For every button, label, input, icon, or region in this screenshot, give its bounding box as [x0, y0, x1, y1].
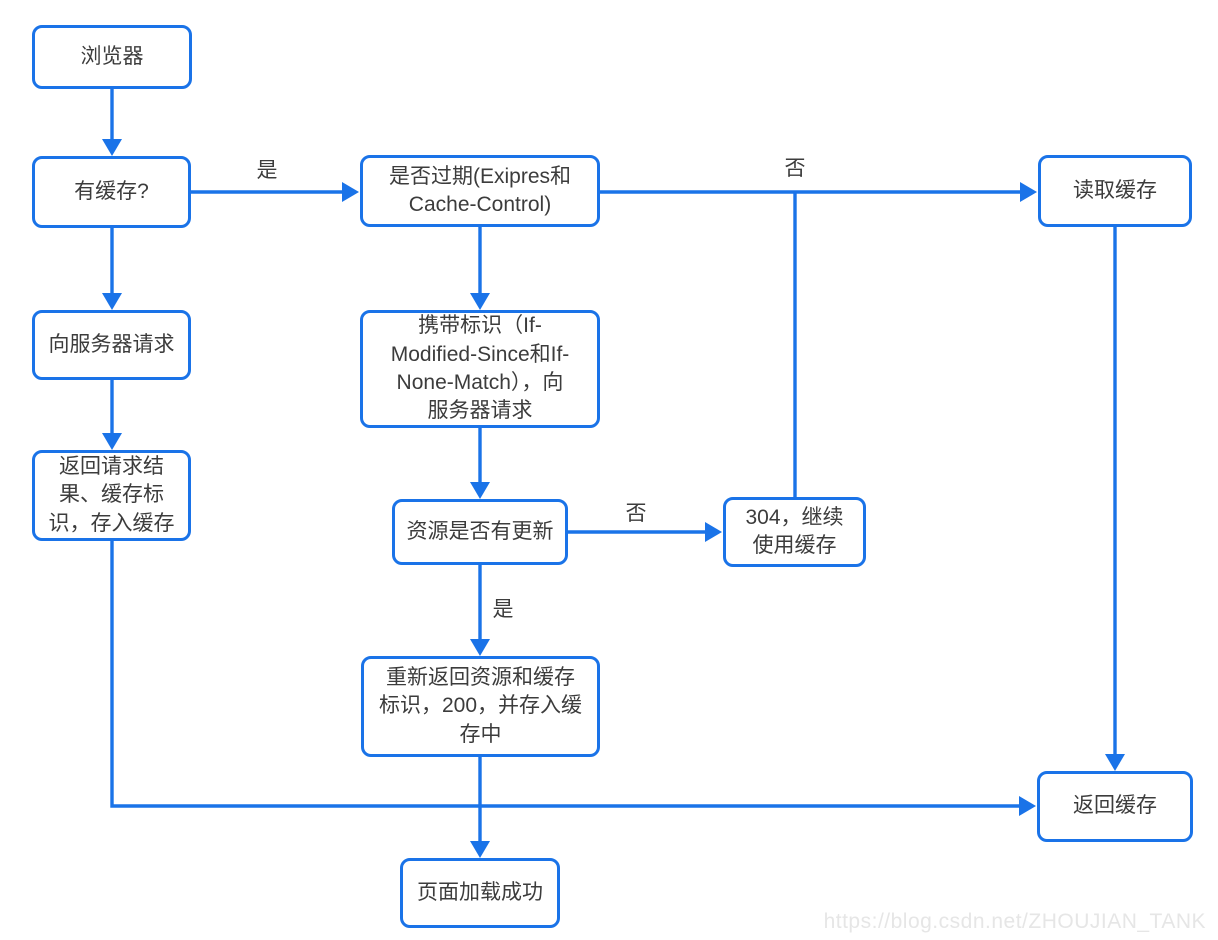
watermark-text: https://blog.csdn.net/ZHOUJIAN_TANK: [823, 910, 1206, 933]
edge-label-yes-updated: 是: [492, 598, 514, 621]
node-page-loaded: 页面加载成功: [400, 858, 560, 928]
node-return-200: 重新返回资源和缓存 标识，200，并存入缓 存中: [361, 656, 600, 757]
edge-has-cache-to-request-server: [102, 228, 122, 310]
node-return-result: 返回请求结 果、缓存标 识，存入缓存: [32, 450, 191, 541]
edge-is-expired-to-carry-identifier: [470, 227, 490, 310]
node-use-cache-304: 304，继续 使用缓存: [723, 497, 866, 567]
edge-is-expired-to-read-cache: [600, 182, 1037, 202]
edge-read-cache-to-return-cache: [1105, 227, 1125, 771]
node-read-cache: 读取缓存: [1038, 155, 1192, 227]
node-is-expired: 是否过期(Exipres和 Cache-Control): [360, 155, 600, 227]
edge-resource-updated-to-304: [568, 522, 722, 542]
node-has-cache: 有缓存?: [32, 156, 191, 228]
node-return-cache: 返回缓存: [1037, 771, 1193, 842]
edge-browser-to-has-cache: [102, 89, 122, 156]
edge-return-200-to-page-loaded: [470, 757, 490, 858]
node-request-server: 向服务器请求: [32, 310, 191, 380]
node-resource-updated: 资源是否有更新: [392, 499, 568, 565]
edge-request-server-to-return-result: [102, 380, 122, 450]
edge-label-yes-has-cache: 是: [256, 159, 278, 182]
edge-label-no-not-expired: 否: [784, 157, 806, 180]
node-browser: 浏览器: [32, 25, 192, 89]
node-carry-identifier: 携带标识（If- Modified-Since和If- None-Match），…: [360, 310, 600, 428]
edge-carry-identifier-to-resource-updated: [470, 428, 490, 499]
edge-label-no-not-updated: 否: [625, 502, 647, 525]
edge-has-cache-to-is-expired: [191, 182, 359, 202]
edge-resource-updated-to-return-200: [470, 565, 490, 656]
edge-return-result-to-return-cache: [110, 541, 1036, 816]
